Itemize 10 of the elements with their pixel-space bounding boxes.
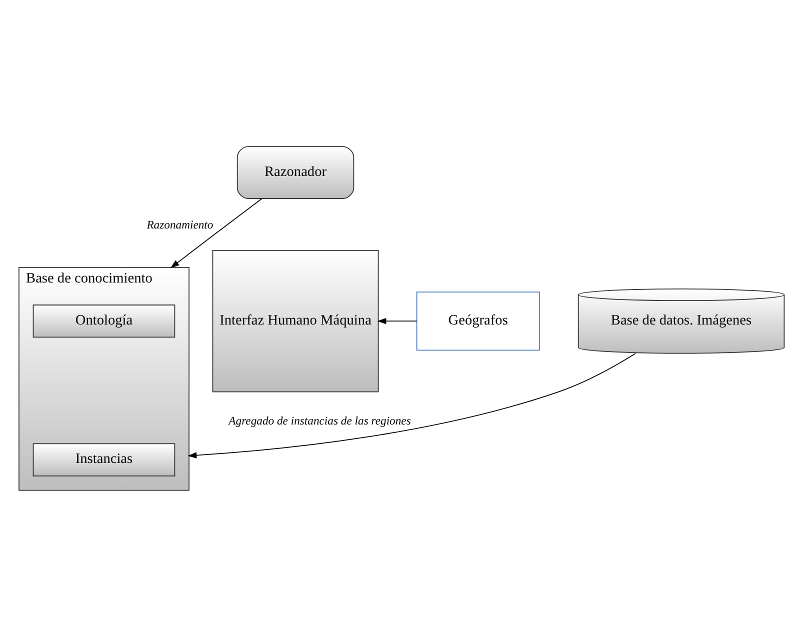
node-box: Geógrafos (416, 291, 540, 350)
arrow (377, 317, 418, 324)
node-box: Instancias (32, 442, 176, 476)
edge-label: Razonamiento (146, 218, 214, 232)
node-box: Ontología (32, 304, 176, 338)
arrow (188, 352, 636, 458)
node-box: Interfaz Humano Máquina (212, 249, 379, 392)
node-box: Razonador (236, 146, 354, 198)
arrow (170, 198, 262, 268)
edge-label: Agregado de instancias de las regiones (228, 414, 411, 427)
